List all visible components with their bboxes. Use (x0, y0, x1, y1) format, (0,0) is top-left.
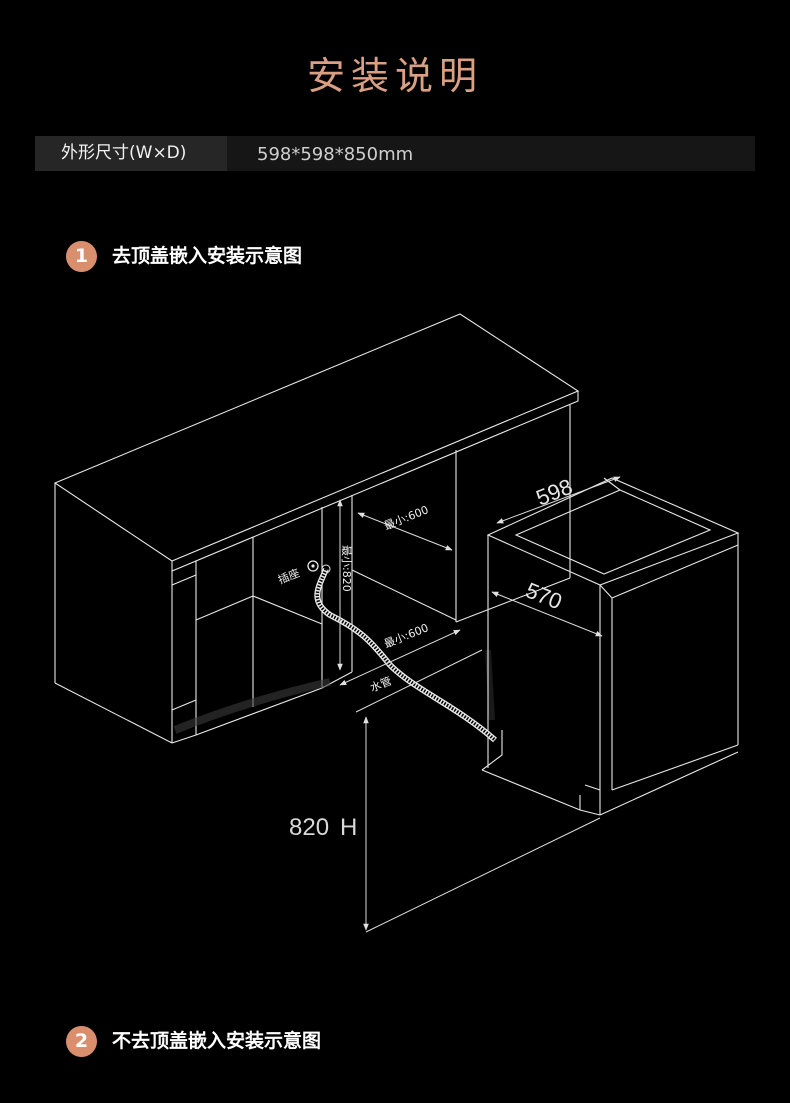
water-pipe-label: 水管 (368, 674, 394, 695)
installation-diagram: 插座 水管 最小:820 最小:600 最小:600 598 570 820 H (0, 300, 790, 960)
section-title: 不去顶盖嵌入安装示意图 (112, 1030, 322, 1052)
min-width-label: 最小:600 (382, 503, 430, 533)
page-title: 安装说明 (306, 54, 483, 98)
min-depth-arrow (339, 629, 461, 686)
floor-glow (173, 649, 495, 734)
section-number-badge: 1 (66, 241, 97, 272)
depth-dimension: 570 (522, 577, 565, 614)
height-dimension: 820 (289, 814, 329, 841)
spec-table-row: 外形尺寸(W×D) 598*598*850mm (35, 136, 755, 171)
min-height-label: 最小:820 (340, 545, 353, 592)
section-number-badge: 2 (66, 1026, 97, 1057)
socket-label: 插座 (276, 566, 302, 587)
spec-value: 598*598*850mm (257, 144, 414, 165)
spec-label-cell: 外形尺寸(W×D) (35, 136, 227, 171)
min-width-arrow (357, 512, 453, 551)
cabinet-outline (53, 313, 580, 744)
width-dimension: 598 (533, 474, 576, 511)
height-unit: H (340, 814, 357, 841)
spec-label: 外形尺寸(W×D) (61, 143, 187, 163)
height-extension-top (355, 649, 483, 713)
section-title: 去顶盖嵌入安装示意图 (112, 245, 303, 267)
height-extension-bottom (365, 817, 601, 933)
depth-arrow (491, 591, 603, 637)
width-arrow (496, 476, 621, 524)
dishwasher-outline (481, 477, 740, 816)
